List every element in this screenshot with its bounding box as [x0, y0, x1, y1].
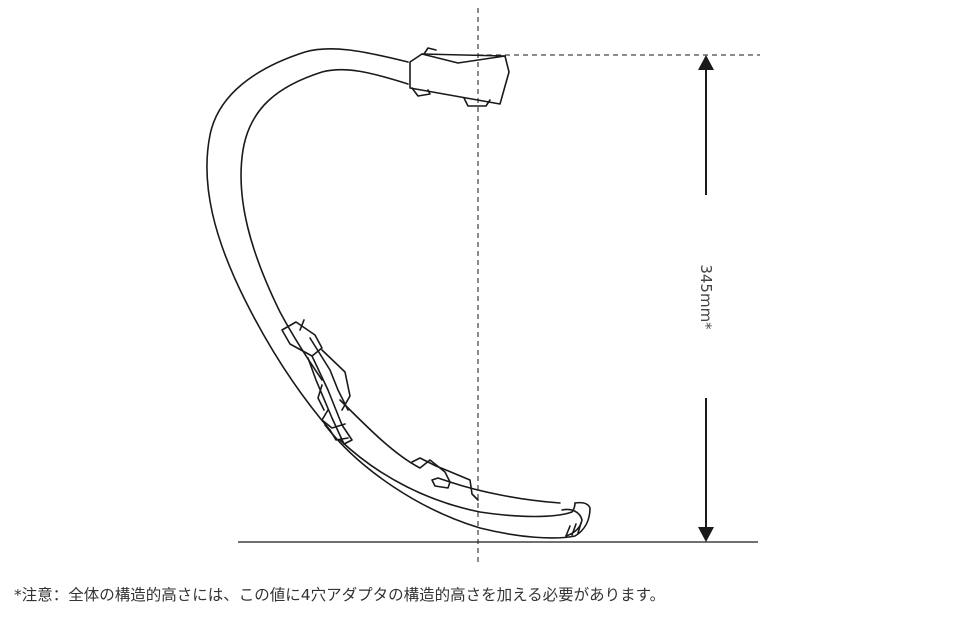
arch-outer-edge: [206, 48, 409, 431]
dimension-value-label: 345mm*: [697, 264, 715, 330]
arch-inner-edge: [240, 68, 409, 381]
top-connector-tab-right: [463, 97, 491, 107]
dimension-arrowhead-top: [698, 55, 714, 70]
runner-clip: [431, 477, 451, 489]
strut-lower-link: [321, 349, 351, 429]
foot-outer-edge: [324, 424, 591, 539]
runner-clip-bracket: [411, 457, 479, 501]
dimension-arrowhead-bottom: [698, 527, 714, 542]
height-dimension-arrow: [698, 55, 714, 542]
top-connector-tab-left: [411, 87, 431, 97]
top-connector-block: [409, 53, 510, 105]
strut-upper: [281, 321, 323, 357]
strut-middle: [299, 319, 349, 411]
foot-tip-grooves: [565, 522, 582, 537]
top-connector-notch: [423, 47, 437, 55]
reference-lines: [238, 8, 760, 565]
top-connector-ridge: [421, 53, 506, 64]
footnote-caption: *注意：全体の構造的高さには、この値に4穴アダプタの構造的高さを加える必要があり…: [14, 586, 666, 604]
strut-diagonal-arm: [307, 355, 353, 445]
foot-tip-cap: [561, 508, 583, 537]
product-frame-outline: [206, 47, 591, 539]
foot-upper-rail: [339, 399, 561, 504]
foot-inner-edge: [339, 439, 576, 518]
latch-bracket: [317, 384, 349, 441]
